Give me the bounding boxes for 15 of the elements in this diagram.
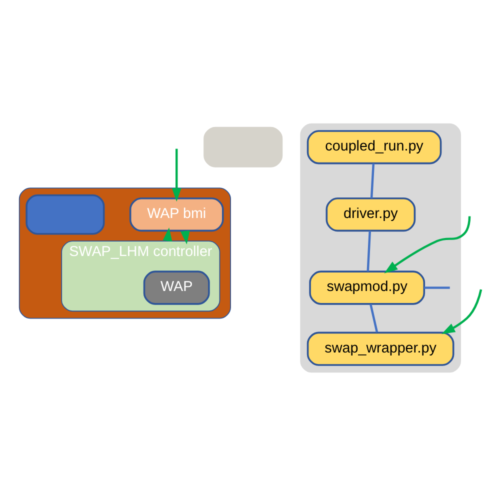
connector [370, 303, 378, 332]
node-box: WAP [143, 270, 210, 304]
connector [370, 163, 375, 198]
node-box: driver.py [326, 196, 416, 232]
node-box [26, 194, 105, 234]
connector [424, 286, 450, 288]
node-box: swap_wrapper.py [306, 331, 454, 366]
node-box [204, 126, 283, 167]
arrow [384, 216, 471, 273]
node-box: swapmod.py [309, 270, 426, 304]
node-box: coupled_run.py [306, 130, 442, 164]
arrow [172, 148, 182, 202]
connector [366, 230, 372, 271]
arrow [442, 288, 482, 334]
cluster [300, 122, 461, 372]
